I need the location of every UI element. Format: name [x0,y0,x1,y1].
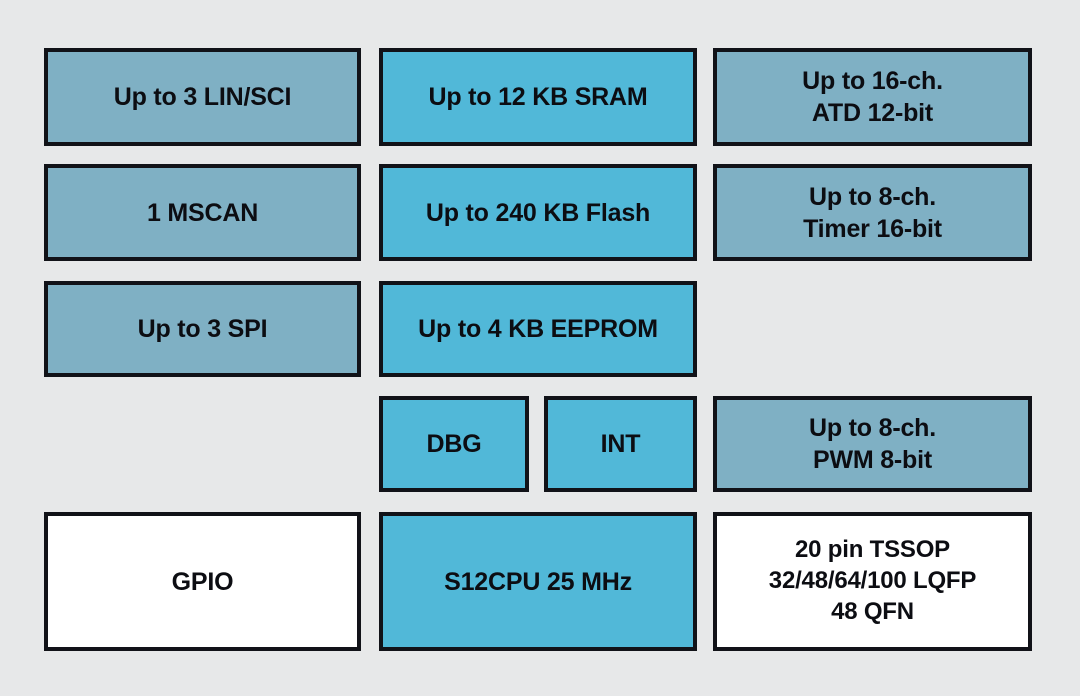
block-pwm: Up to 8-ch. PWM 8-bit [713,396,1032,492]
block-dbg: DBG [379,396,529,492]
block-spi: Up to 3 SPI [44,281,361,377]
block-gpio: GPIO [44,512,361,651]
block-packages: 20 pin TSSOP 32/48/64/100 LQFP 48 QFN [713,512,1032,651]
block-timer: Up to 8-ch. Timer 16-bit [713,164,1032,261]
block-int: INT [544,396,697,492]
block-cpu: S12CPU 25 MHz [379,512,697,651]
block-lin-sci: Up to 3 LIN/SCI [44,48,361,146]
block-atd: Up to 16-ch. ATD 12-bit [713,48,1032,146]
block-sram: Up to 12 KB SRAM [379,48,697,146]
block-mscan: 1 MSCAN [44,164,361,261]
block-eeprom: Up to 4 KB EEPROM [379,281,697,377]
block-flash: Up to 240 KB Flash [379,164,697,261]
